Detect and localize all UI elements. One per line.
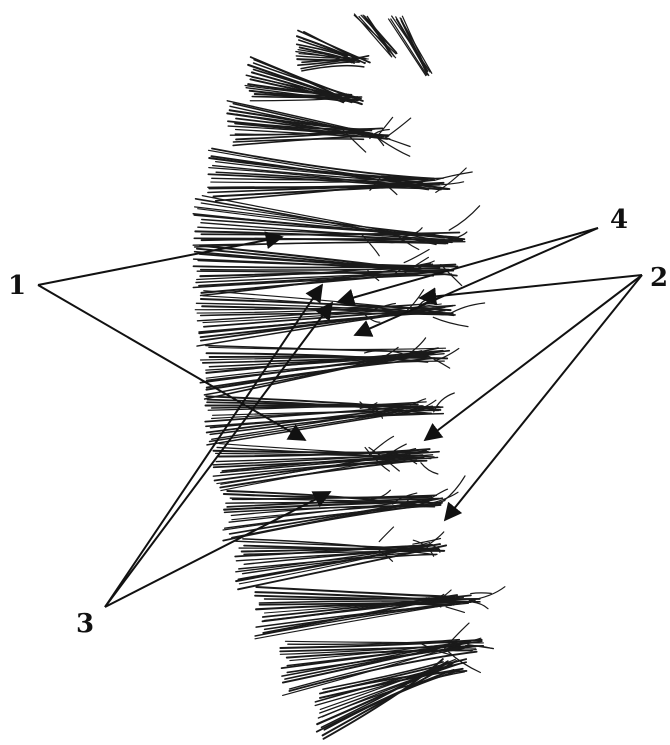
fiber-band: [205, 393, 454, 445]
arrow-4b: [355, 228, 598, 335]
fiber-twig: [376, 136, 410, 156]
fiber-strand: [391, 16, 430, 73]
arrow-3a: [105, 285, 322, 607]
fiber-twig: [443, 476, 465, 501]
fiber-twig: [430, 489, 448, 499]
fiber-band: [227, 101, 410, 156]
fiber-strand: [223, 504, 441, 541]
label-1: 1: [8, 271, 26, 301]
fiber-band: [193, 246, 461, 296]
fiber-strand: [252, 97, 361, 98]
fiber-twig: [436, 168, 466, 192]
fiber-twig: [449, 303, 485, 315]
fiber-twig: [446, 607, 464, 613]
fiber-bands: [193, 14, 505, 739]
fiber-band: [255, 587, 505, 639]
fiber-band: [296, 31, 370, 71]
label-3: 3: [76, 609, 94, 639]
fiber-band: [213, 436, 439, 490]
fiber-tuft: [354, 14, 397, 59]
fiber-strand: [391, 19, 427, 76]
arrow-2b: [425, 275, 642, 440]
label-4: 4: [610, 205, 628, 235]
label-2: 2: [650, 263, 668, 293]
arrow-2c: [445, 275, 642, 520]
fiber-band: [208, 149, 472, 201]
fiber-tuft: [388, 16, 432, 76]
fiber-twig: [421, 463, 438, 474]
fiber-twig: [433, 317, 468, 326]
fiber-band: [223, 476, 465, 541]
fiber-band: [195, 290, 484, 346]
fiber-twig: [449, 206, 479, 230]
fiber-band: [235, 527, 446, 589]
fiber-twig: [471, 593, 492, 594]
arrow-2a: [420, 275, 642, 298]
fiber-strand: [401, 18, 427, 72]
fiber-twig: [379, 117, 393, 134]
fiber-twig: [404, 250, 429, 263]
fiber-strand: [201, 223, 445, 240]
fiber-band: [200, 338, 458, 399]
fiber-twig: [472, 602, 489, 609]
fiber-twig: [379, 527, 393, 542]
